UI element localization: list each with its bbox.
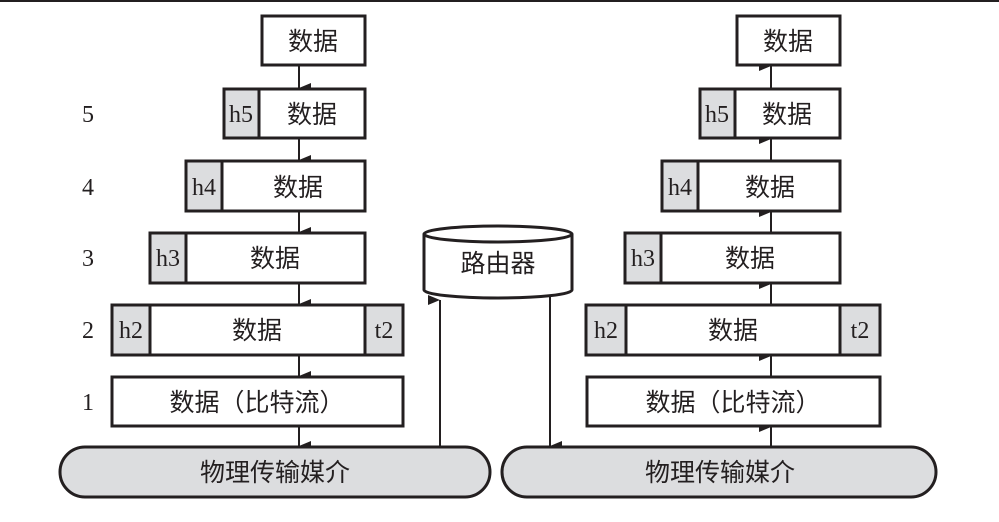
receiver-h5-header — [698, 87, 737, 140]
receiver-layer-2-data-label: 数据 — [708, 316, 758, 345]
sender-h5-header — [222, 87, 261, 140]
layer-number-4: 4 — [82, 175, 94, 201]
receiver-h3-label: h3 — [631, 246, 655, 272]
receiver-layer-3-data-label: 数据 — [725, 244, 775, 273]
sender-bitstream-label: 数据（比特流） — [169, 388, 344, 417]
receiver-layer-2-frame: h2 数据 t2 — [584, 303, 882, 357]
sender-app-data-label: 数据 — [288, 27, 338, 56]
receiver-layer-5-pdu: h5 数据 — [698, 87, 842, 140]
right-medium-label: 物理传输媒介 — [645, 458, 795, 487]
router: 路由器 — [422, 224, 574, 300]
sender-layer-4-pdu: h4 数据 — [184, 159, 367, 213]
sender-t2-label: t2 — [375, 318, 394, 344]
receiver-app-data-label: 数据 — [763, 27, 813, 56]
receiver-h5-label: h5 — [705, 102, 729, 128]
left-physical-medium: 物理传输媒介 — [58, 445, 492, 499]
layer-number-5: 5 — [82, 102, 94, 128]
sender-h3-label: h3 — [156, 246, 180, 272]
sender-layer-5-pdu: h5 数据 — [222, 87, 367, 140]
router-cylinder-top — [422, 224, 574, 244]
router-cylinder-body — [422, 234, 574, 300]
receiver-layer-4-pdu: h4 数据 — [660, 159, 842, 213]
sender-t2-trailer — [363, 303, 405, 357]
sender-layer-2-data-label: 数据 — [232, 316, 282, 345]
receiver-h2-label: h2 — [594, 318, 618, 344]
sender-stack: 数据 h5 数据 h4 数据 h3 数据 — [110, 14, 405, 451]
receiver-bitstream-label: 数据（比特流） — [645, 388, 820, 417]
left-medium-label: 物理传输媒介 — [200, 458, 350, 487]
sender-layer-3-pdu: h3 数据 — [148, 231, 367, 285]
router-label: 路由器 — [460, 249, 535, 278]
sender-h4-label: h4 — [192, 175, 216, 201]
right-physical-medium: 物理传输媒介 — [500, 445, 938, 499]
layer-number-1: 1 — [82, 390, 94, 416]
sender-layer-1-bitstream: 数据（比特流） — [110, 375, 405, 428]
receiver-h4-label: h4 — [668, 175, 692, 201]
receiver-t2-trailer — [838, 303, 882, 357]
receiver-app-data-box: 数据 — [735, 14, 842, 67]
layer-number-2: 2 — [82, 318, 94, 344]
sender-layer-3-data-label: 数据 — [250, 244, 300, 273]
sender-h2-label: h2 — [119, 318, 143, 344]
sender-layer-2-frame: h2 数据 t2 — [110, 303, 405, 357]
layer-number-3: 3 — [82, 246, 94, 272]
receiver-stack: 数据（比特流） h2 数据 t2 h3 数据 h4 数据 — [584, 14, 882, 447]
sender-layer-4-data-label: 数据 — [273, 173, 323, 202]
receiver-layer-4-data-label: 数据 — [745, 173, 795, 202]
sender-app-data-box: 数据 — [260, 14, 367, 67]
receiver-t2-label: t2 — [851, 318, 870, 344]
receiver-layer-5-data-label: 数据 — [762, 100, 812, 129]
receiver-layer-1-bitstream: 数据（比特流） — [585, 375, 882, 428]
receiver-h3-header — [623, 231, 663, 285]
sender-layer-5-data-label: 数据 — [287, 100, 337, 129]
sender-h5-label: h5 — [229, 102, 253, 128]
receiver-layer-3-pdu: h3 数据 — [623, 231, 842, 285]
layer-number-labels: 5 4 3 2 1 — [82, 102, 94, 416]
top-border-line — [0, 0, 999, 2]
sender-h2-header — [110, 303, 152, 357]
